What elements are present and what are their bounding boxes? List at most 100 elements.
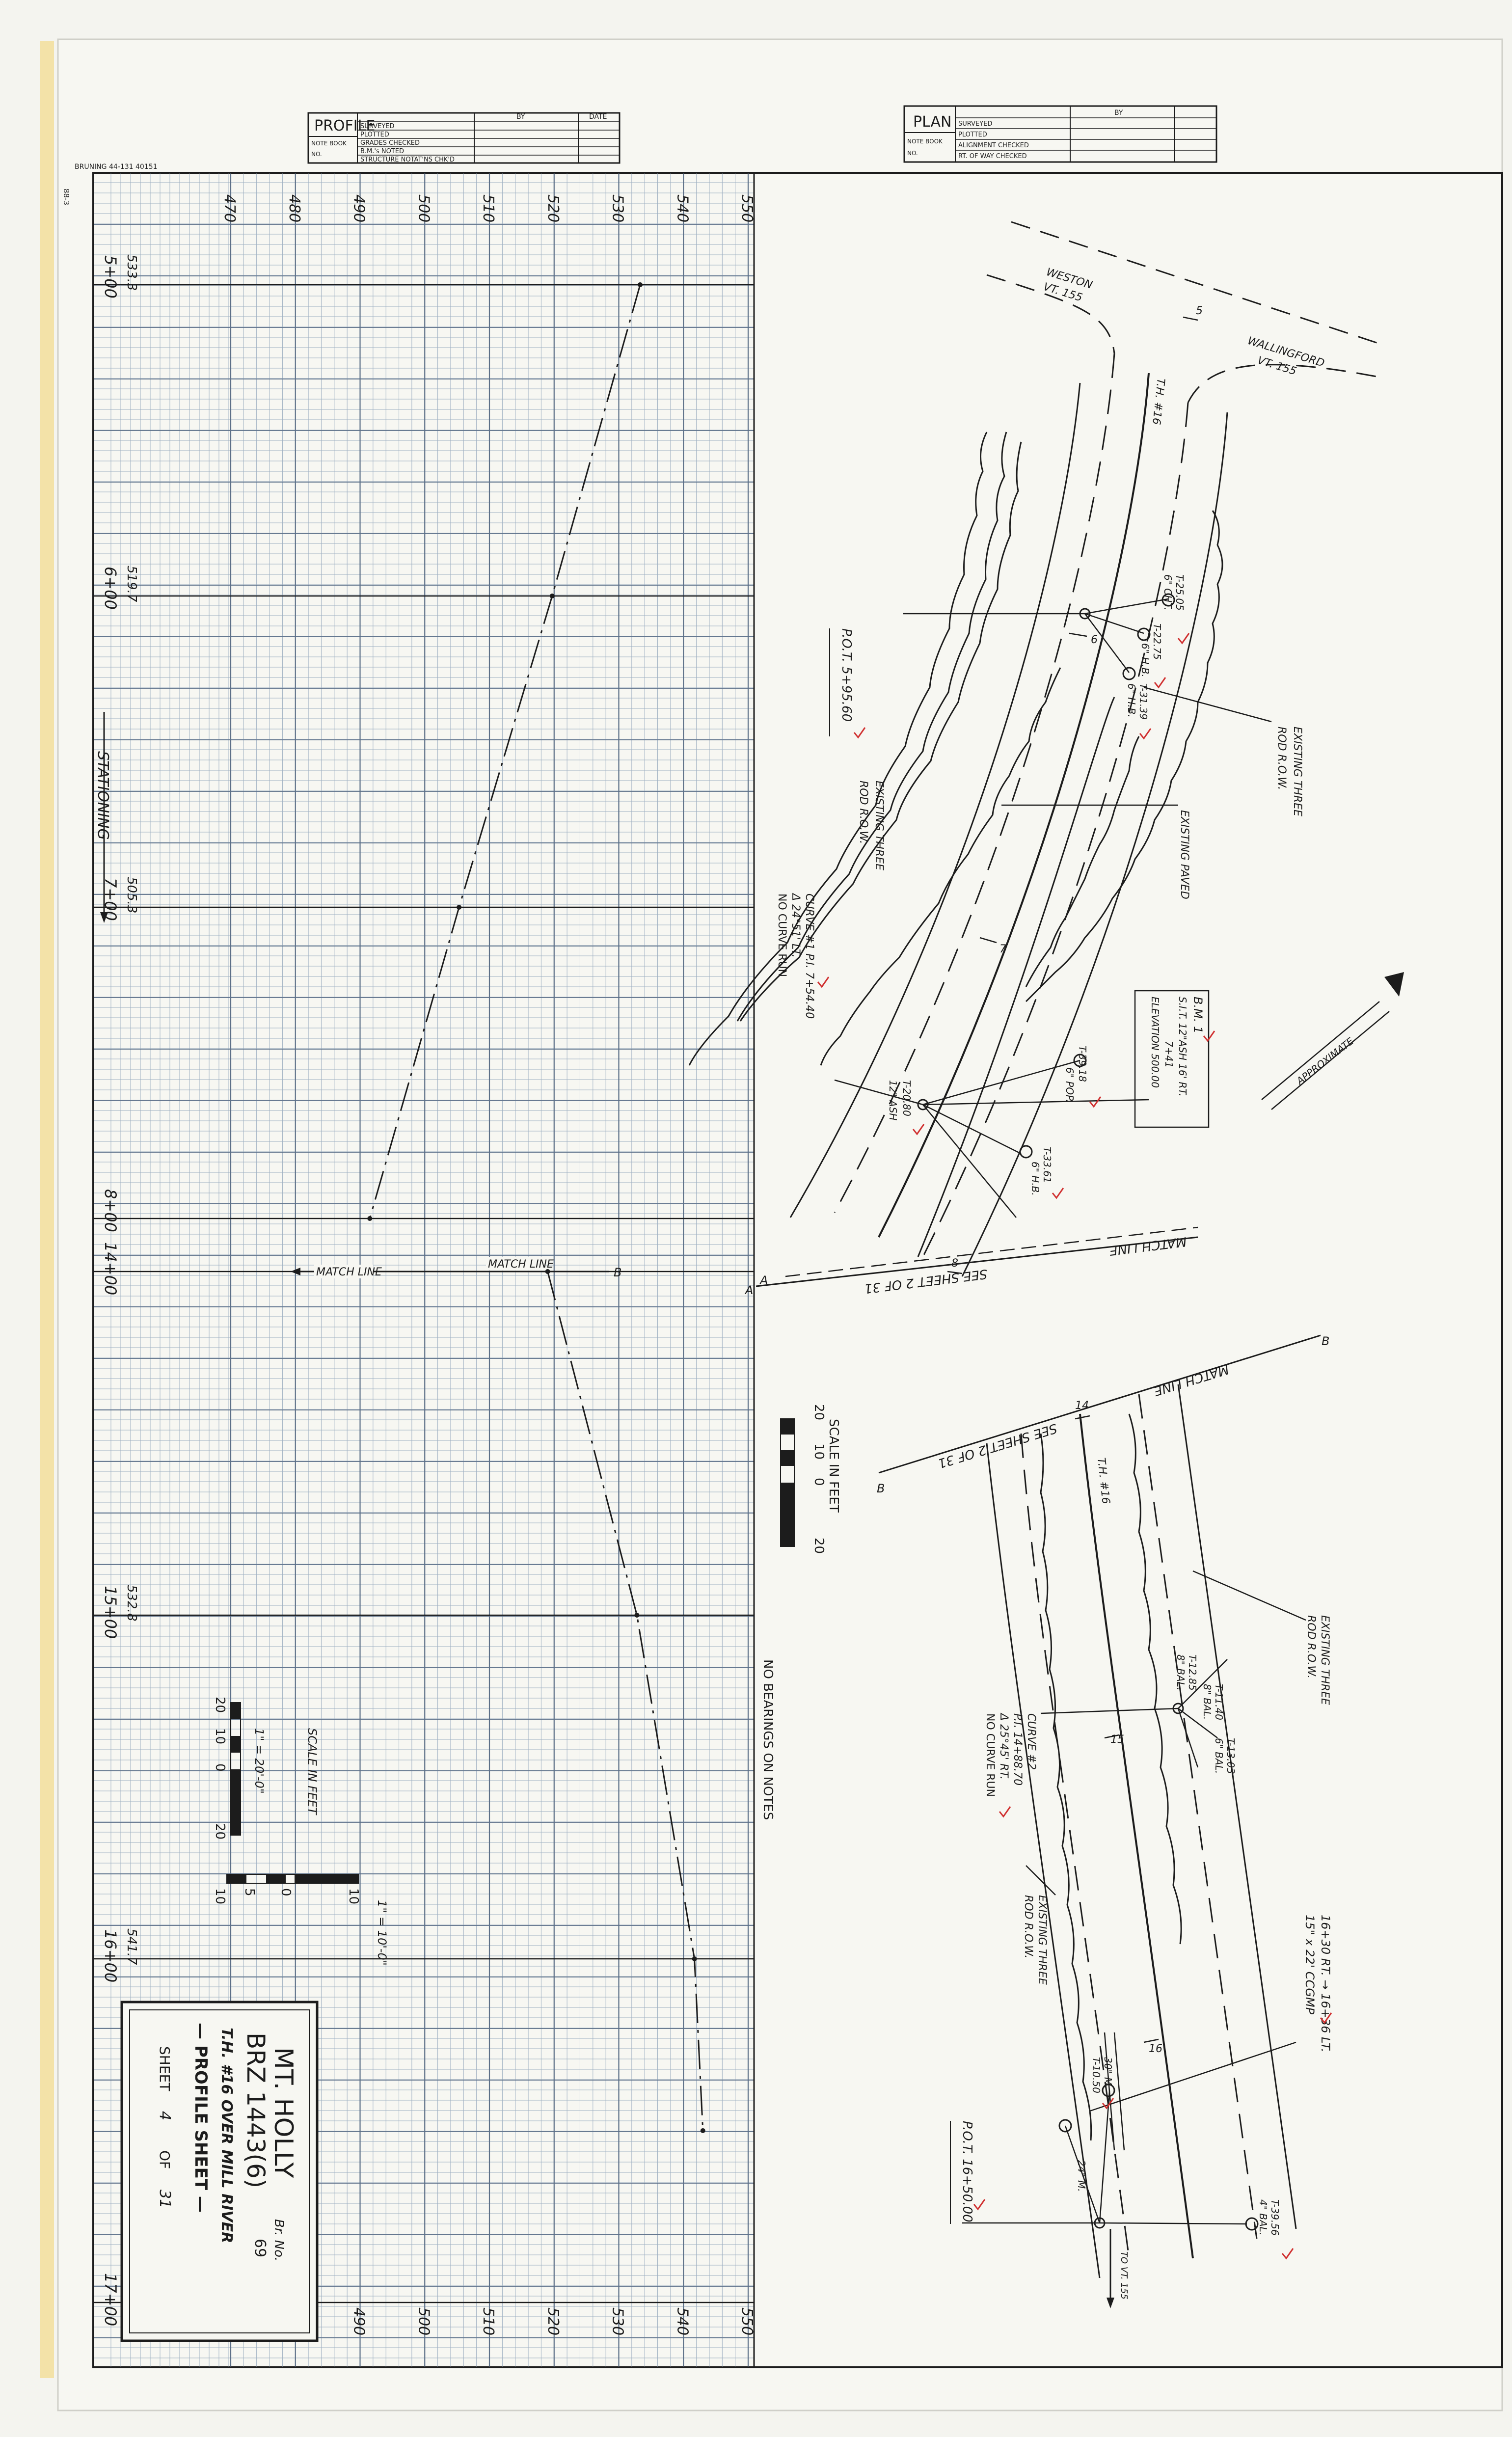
title-br-no-label: Br. No. — [271, 2219, 286, 2261]
tree-upper-1: T-25.05 — [1174, 574, 1186, 611]
title-block-plan: PLAN NOTE BOOK NO. BY SURVEYED PLOTTED A… — [903, 105, 1217, 163]
plan-row: RT. OF WAY CHECKED — [958, 153, 1027, 160]
scale-v-10b: 10 — [346, 1888, 361, 1904]
profile-grid-frame — [92, 172, 755, 2368]
profile-match-line-1: MATCH LINE — [316, 1266, 382, 1278]
elev-label-bottom: 490 — [351, 2307, 368, 2335]
profile-col-by: BY — [516, 113, 525, 121]
tree-lower-5-desc: 24" M. — [1076, 2160, 1087, 2192]
curve1-line2: Δ 24°51' LT. — [789, 893, 802, 958]
elev-label-top: 520 — [544, 194, 562, 222]
curve2-line3: Δ 25°45' RT. — [998, 1712, 1010, 1780]
elev-label-bottom: 520 — [544, 2307, 562, 2335]
plan-row: ALIGNMENT CHECKED — [958, 142, 1029, 149]
title-sheet-label: SHEET — [157, 2046, 173, 2091]
elev-label-top: 490 — [351, 194, 368, 222]
tree-lower-3-desc: 6" BAL. — [1213, 1738, 1225, 1774]
elev-label-bottom: 550 — [738, 2307, 756, 2335]
tree-upper-2-desc: 6" H.B. — [1139, 643, 1151, 677]
tree-upper-1-desc: 6" CHT. — [1162, 574, 1174, 611]
letter-b2: B — [877, 1482, 885, 1495]
bm-line3: 7+41 — [1163, 1041, 1175, 1068]
station-label: 17+00 — [101, 2273, 120, 2326]
profile-scale: SCALE IN FEET 20 10 0 20 1" = 20'-0" 10 … — [213, 1697, 389, 1966]
row-lower2-1: EXISTING THREE — [1036, 1895, 1048, 1985]
profile-row: PLOTTED — [360, 131, 389, 138]
scale-h-10: 10 — [213, 1728, 227, 1744]
tree-upper-3-desc: 6" H.B. — [1126, 683, 1137, 718]
plan-scale-10: 10 — [811, 1443, 826, 1460]
curve2-line4: NO CURVE RUN — [984, 1713, 996, 1797]
profile-match-line: MATCH LINE MATCH LINE B — [291, 1257, 621, 1279]
station-elev-label: 541.7 — [124, 1928, 139, 1965]
letter-a2: A — [759, 1273, 768, 1287]
tree-lower-2-desc: 8" BAL. — [1201, 1684, 1213, 1720]
title-desc: T.H. #16 OVER MILL RIVER — [218, 2028, 235, 2243]
row-lower-2: ROD R.O.W. — [1305, 1615, 1317, 1679]
culvert-line1: 16+30 RT. → 16+36 LT. — [1319, 1915, 1332, 2052]
tree-lower-2: T-11.40 — [1213, 1684, 1225, 1720]
curve1-line1: CURVE #1 P.I. 7+54.40 — [803, 894, 815, 1019]
check-marks — [817, 633, 1332, 2260]
tree-upper-5-desc: 6" POP. — [1064, 1067, 1076, 1103]
tree-upper-4-desc: 12" ASH — [887, 1080, 899, 1120]
station-label: 16+00 — [101, 1929, 120, 1982]
row-upper-left-1: EXISTING THREE — [873, 781, 885, 870]
plan-no-label: NO. — [907, 150, 918, 157]
station-label: 8+00 — [101, 1189, 120, 1232]
tree-lower-1-desc: 8" BAL. — [1175, 1654, 1187, 1690]
letter-b1: B — [1322, 1334, 1329, 1348]
title-town: MT. HOLLY — [269, 2047, 298, 2178]
row-upper-right-2: ROD R.O.W. — [1275, 727, 1288, 790]
stationing-label: STATIONING — [94, 751, 111, 840]
station-label: 5+00 — [101, 255, 120, 298]
bm-line4: ELEVATION 500.00 — [1149, 997, 1161, 1088]
grade-point — [367, 1216, 373, 1221]
tree-lower-4-desc: 30" M. — [1102, 2057, 1114, 2089]
scale-v-0: 0 — [278, 1888, 293, 1896]
profile-row: B.M.'s NOTED — [360, 148, 404, 155]
plan-row: PLOTTED — [958, 131, 987, 138]
elev-label-bottom: 500 — [415, 2307, 432, 2335]
elev-label-top: 530 — [609, 194, 626, 222]
pot-upper: P.O.T. 5+95.60 — [839, 628, 854, 722]
elev-label-bottom: 510 — [480, 2307, 497, 2335]
scale-v-10a: 10 — [213, 1888, 227, 1904]
tree-upper-6: T-33.61 — [1041, 1147, 1053, 1183]
station-tick-5: 5 — [1196, 305, 1203, 317]
title-sheet-type: — PROFILE SHEET — — [191, 2023, 211, 2213]
grade-point — [700, 2128, 705, 2133]
to-vt155: TO VT. 155 — [1119, 2251, 1129, 2300]
profile-heading: PROFILE — [314, 117, 375, 135]
letter-a1: A — [744, 1283, 753, 1297]
tree-upper-3: T-31.39 — [1137, 683, 1149, 720]
station-tick-8: 8 — [951, 1257, 958, 1270]
title-sheet-no: 4 — [156, 2111, 173, 2120]
elev-label-bottom: 530 — [609, 2307, 626, 2335]
station-tick-16: 16 — [1149, 2043, 1162, 2055]
station-elev-label: 532.8 — [124, 1585, 139, 1621]
profile-grade-lines — [367, 282, 705, 2133]
grade-point — [549, 594, 555, 598]
grade-point — [637, 282, 643, 287]
paper-code: BRUNING 44-131 40151 — [75, 163, 158, 171]
row-lower2-2: ROD R.O.W. — [1022, 1895, 1034, 1958]
scale-h-0: 0 — [213, 1763, 227, 1772]
plan-col-by: BY — [1114, 109, 1123, 117]
scale-h-text: 1" = 20'-0" — [252, 1728, 266, 1794]
existing-paved: EXISTING PAVED — [1178, 810, 1190, 899]
station-tick-7: 7 — [999, 943, 1006, 955]
plan-view — [688, 221, 1404, 2308]
station-elev-label: 533.3 — [124, 254, 139, 291]
grade-point — [692, 1956, 697, 1961]
culvert-line2: 15" x 22' CCGMP — [1303, 1915, 1317, 2015]
tape-edge — [40, 41, 54, 2378]
scale-h-20a: 20 — [213, 1697, 227, 1713]
elev-label-top: 500 — [415, 194, 432, 222]
pot-lower: P.O.T. 16+50.00 — [960, 2121, 974, 2222]
elev-label-top: 480 — [286, 194, 303, 222]
stationing-arrow: STATIONING — [94, 712, 111, 923]
station-tick-15: 15 — [1110, 1733, 1124, 1746]
station-elev-label: 505.3 — [124, 877, 139, 913]
